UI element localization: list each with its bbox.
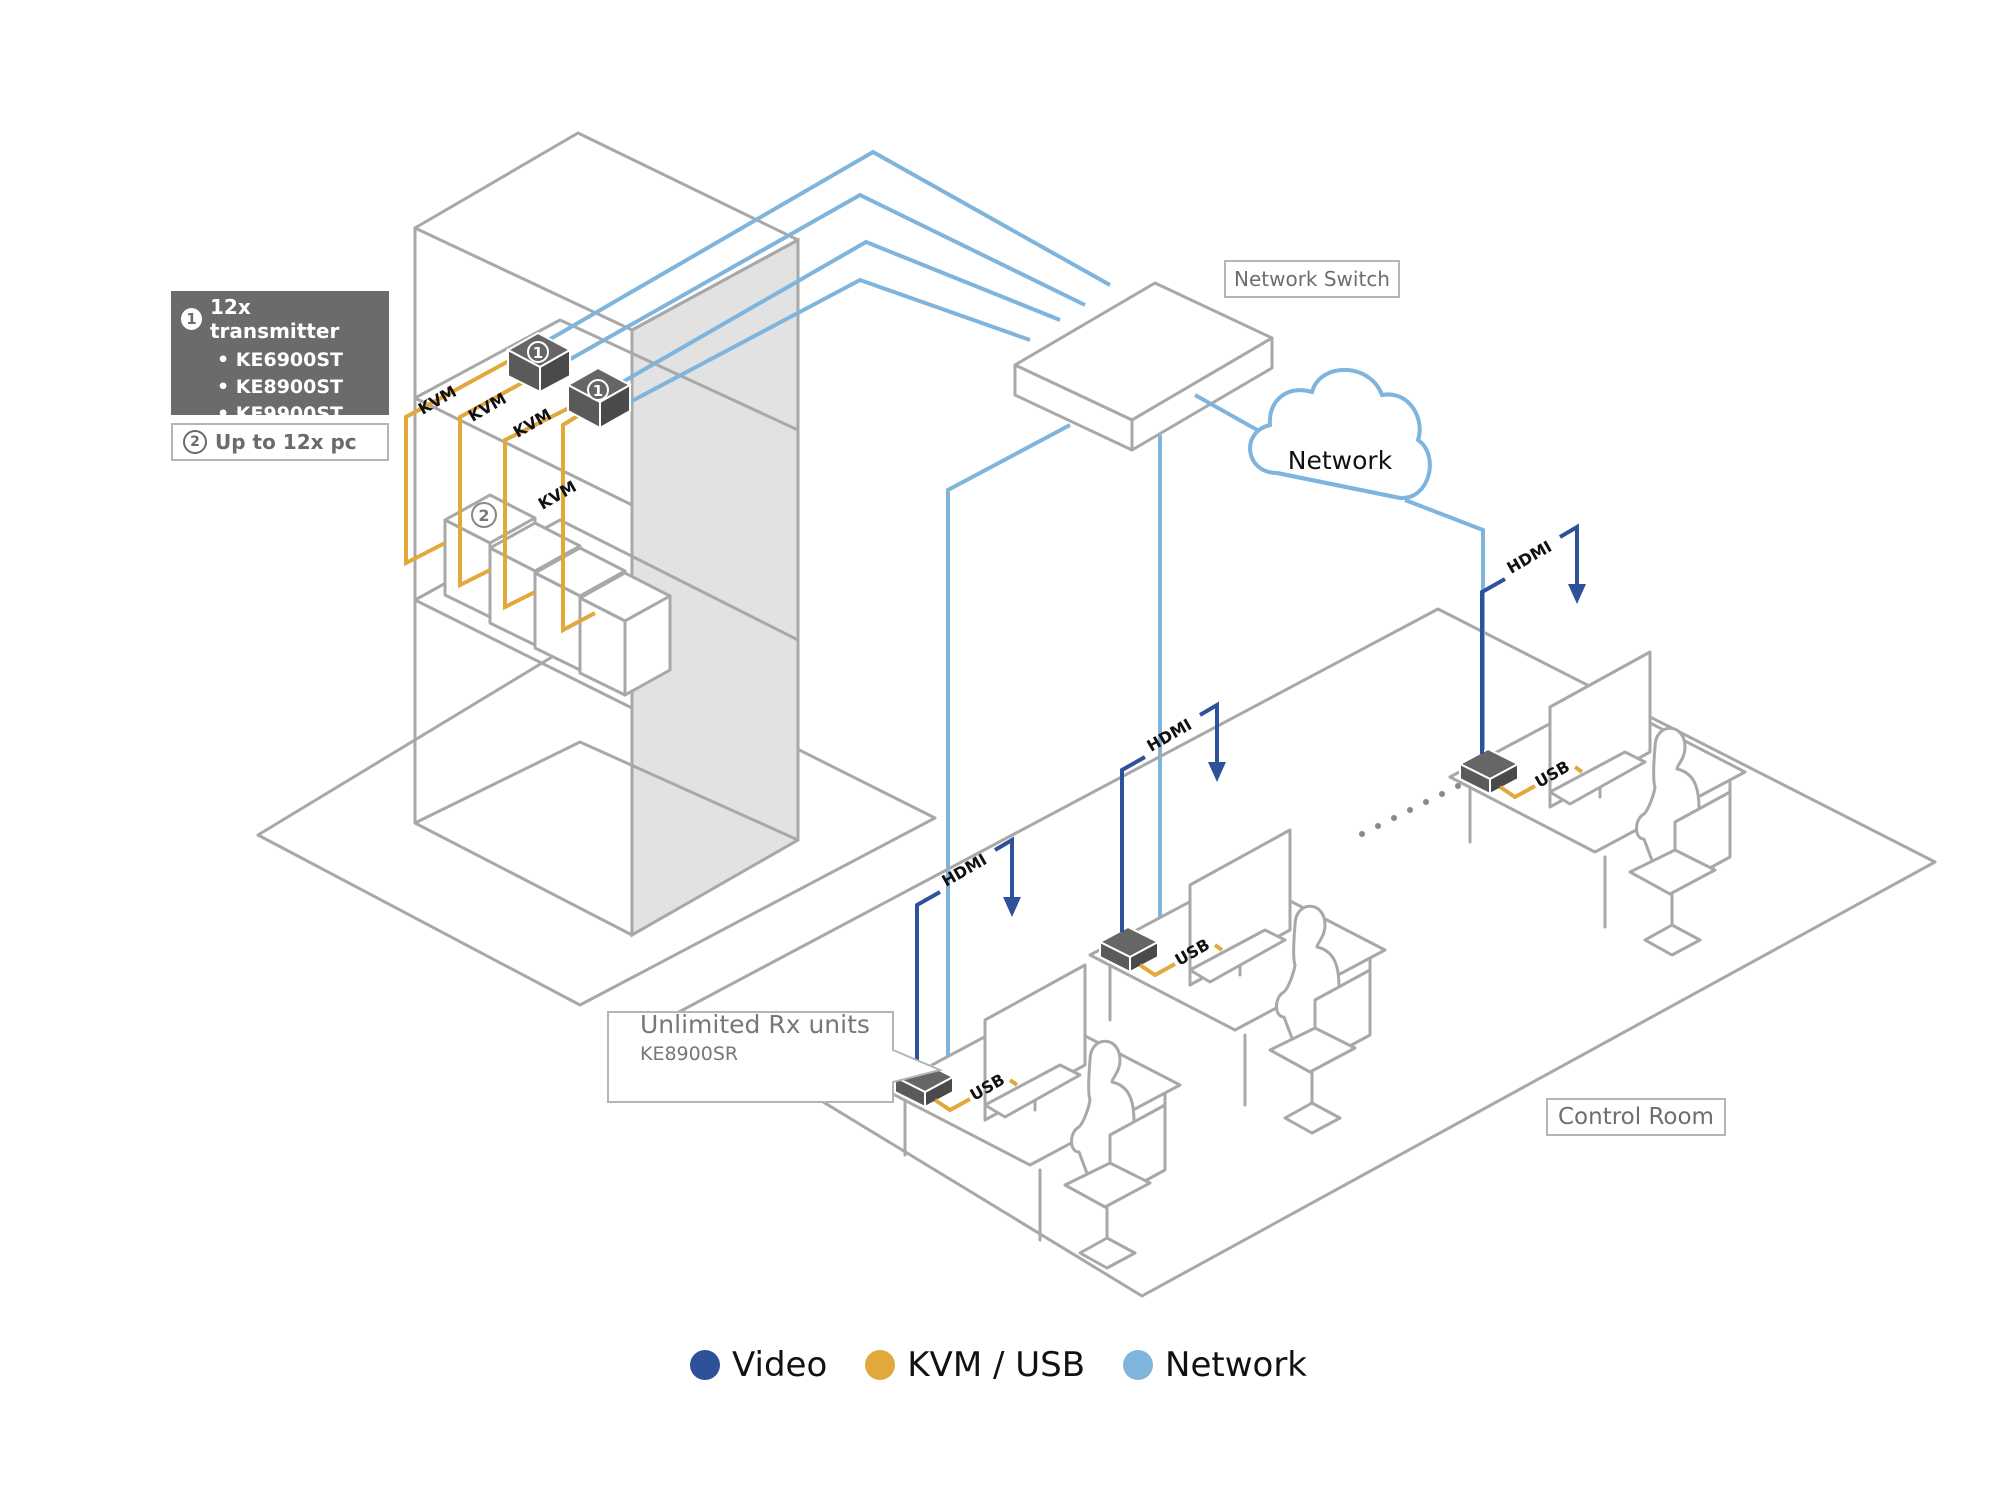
device-badge: 1 bbox=[533, 344, 543, 362]
legend-item-network: Network bbox=[1123, 1345, 1307, 1385]
rx-model: KE8900SR bbox=[640, 1043, 739, 1065]
pc-group: 2 bbox=[443, 493, 672, 697]
transmitter-number-badge: 1 bbox=[181, 308, 202, 330]
kvm-label: KVM bbox=[535, 477, 580, 514]
hdmi-label: HDMI bbox=[1143, 715, 1195, 756]
control-room-label: Control Room bbox=[1546, 1098, 1726, 1136]
keyboard-icon bbox=[983, 1063, 1082, 1119]
kvm-label: KVM bbox=[510, 405, 555, 442]
legend-label: KVM / USB bbox=[907, 1345, 1086, 1385]
legend-label: Network bbox=[1165, 1345, 1307, 1385]
transmitter-model: KE6900ST bbox=[217, 347, 379, 374]
server-room-floor bbox=[256, 638, 937, 1007]
device-badge: 1 bbox=[593, 382, 603, 400]
rack-side-panel bbox=[630, 237, 800, 938]
transmitter-title: 12x transmitter bbox=[210, 295, 340, 343]
kvm-labels: KVM KVM KVM KVM bbox=[415, 382, 580, 514]
transmitter-models: KE6900ST KE8900ST KE9900ST bbox=[217, 347, 379, 428]
pc-tower bbox=[578, 571, 672, 697]
keyboard-icon bbox=[1548, 750, 1647, 806]
legend: Video KVM / USB Network bbox=[690, 1345, 1307, 1385]
control-room-floor bbox=[675, 607, 1937, 1298]
transmitter-model: KE8900ST bbox=[217, 374, 379, 401]
rx-title: Unlimited Rx units bbox=[640, 1010, 870, 1039]
transmitter-device: 1 bbox=[505, 331, 573, 394]
network-switch-label: Network Switch bbox=[1224, 260, 1400, 298]
network-cables-uplink bbox=[538, 149, 1111, 412]
transmitter-info-box: 1 12x transmitter KE6900ST KE8900ST KE99… bbox=[171, 291, 389, 425]
pc-number-badge: 2 bbox=[183, 430, 207, 454]
pc-badge-number: 2 bbox=[478, 506, 489, 525]
pc-info-box: 2 Up to 12x pc bbox=[171, 423, 389, 461]
rx-callout-box bbox=[607, 1011, 944, 1103]
network-switch bbox=[1013, 281, 1274, 452]
pc-badge-circle bbox=[471, 502, 497, 528]
legend-item-kvm-usb: KVM / USB bbox=[865, 1345, 1085, 1385]
legend-dot-network bbox=[1123, 1350, 1154, 1380]
kvm-label: KVM bbox=[465, 389, 510, 426]
legend-dot-video bbox=[690, 1350, 720, 1380]
transmitter-device: 1 bbox=[565, 366, 633, 430]
network-cloud bbox=[1248, 367, 1432, 501]
keyboard-icon bbox=[1188, 928, 1287, 984]
legend-label: Video bbox=[732, 1345, 828, 1385]
hdmi-label: HDMI bbox=[1503, 537, 1555, 578]
legend-item-video: Video bbox=[690, 1345, 827, 1385]
transmitter-model: KE9900ST bbox=[217, 401, 379, 428]
more-workstations-dots bbox=[1359, 783, 1461, 837]
pc-label: Up to 12x pc bbox=[215, 430, 357, 454]
rx-units-label: Unlimited Rx units KE8900SR bbox=[640, 1010, 870, 1065]
network-cloud-label: Network bbox=[1287, 446, 1393, 475]
transmitter-title-row: 1 12x transmitter bbox=[181, 295, 379, 343]
legend-dot-kvm-usb bbox=[865, 1350, 896, 1380]
